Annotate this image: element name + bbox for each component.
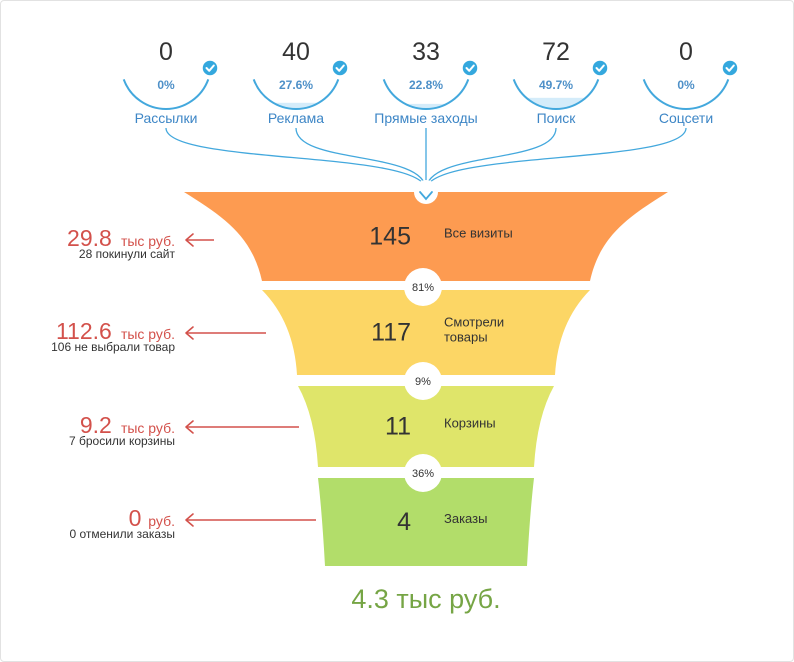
source-label: Прямые заходы [374,110,477,126]
source-percent: 49.7% [539,78,573,92]
source-gauge[interactable]: 0 0% Рассылки [122,38,219,126]
conversion-rate: 81% [412,282,434,294]
arrow-down-icon [414,180,438,204]
source-connector-line [295,127,427,191]
source-label: Поиск [537,110,577,126]
check-circle-icon [201,59,219,77]
stage-value: 117 [371,319,411,347]
source-fill-level [382,103,470,108]
loss-description: 0 отменили заказы [69,527,175,541]
check-circle-icon [721,59,739,77]
source-percent: 0% [157,78,175,92]
source-percent: 27.6% [279,78,313,92]
source-ring [122,79,210,110]
loss-annotation: 112.6 тыс руб.106 не выбрали товар [51,318,266,354]
source-label: Соцсети [659,110,713,126]
source-fill-level [512,97,600,108]
arrow-left-icon [185,420,299,434]
loss-annotation: 29.8 тыс руб.28 покинули сайт [67,225,214,261]
source-label: Рассылки [135,110,198,126]
loss-amount: 9.2 [80,412,112,438]
stage-value: 4 [397,508,411,536]
arrow-left-icon [185,326,266,340]
loss-unit: тыс руб. [121,420,175,436]
source-ring [252,79,340,110]
check-circle-icon [331,59,349,77]
loss-description: 28 покинули сайт [79,247,176,261]
source-count: 33 [412,38,440,66]
check-circle-icon [461,59,479,77]
loss-unit: руб. [148,513,175,529]
source-label: Реклама [268,110,324,126]
conversion-badge: 81% [404,268,442,306]
arrow-left-icon [185,233,214,247]
source-count: 72 [542,38,570,66]
loss-unit: тыс руб. [121,233,175,249]
source-ring [512,79,600,110]
loss-amount: 0 [129,505,142,531]
funnel-stage[interactable]: 145 Все визиты [184,192,668,281]
source-connector-line [165,127,427,191]
check-circle-icon [591,59,609,77]
loss-unit: тыс руб. [121,326,175,342]
source-ring [382,79,470,110]
stage-label: Заказы [444,511,487,526]
stage-label: Корзины [444,416,496,431]
conversion-rate: 9% [415,376,431,388]
stage-value: 11 [385,413,411,441]
source-fill-level [252,102,340,108]
source-connector-line [425,127,687,191]
source-connectors [165,127,687,191]
source-ring [642,79,730,110]
source-gauge[interactable]: 40 27.6% Реклама [251,38,349,126]
funnel-stage[interactable]: 11 Корзины [298,386,554,467]
source-gauge[interactable]: 33 22.8% Прямые заходы [374,38,479,126]
conversion-rate: 36% [412,468,434,480]
loss-description: 106 не выбрали товар [51,340,175,354]
loss-annotation: 9.2 тыс руб.7 бросили корзины [69,412,299,448]
source-percent: 0% [677,78,695,92]
source-percent: 22.8% [409,78,443,92]
funnel-stage[interactable]: 4 Заказы [318,478,534,566]
stage-value: 145 [369,223,411,251]
loss-amount: 29.8 [67,225,112,251]
source-gauge[interactable]: 0 0% Соцсети [642,38,739,126]
funnel-stage-shape [184,192,668,281]
loss-amount: 112.6 [56,318,112,344]
source-count: 0 [679,38,693,66]
source-gauge[interactable]: 72 49.7% Поиск [511,38,609,126]
loss-annotation: 0 руб.0 отменили заказы [69,505,316,541]
funnel-stage-shape [318,478,534,566]
funnel-stage-shape [298,386,554,467]
conversion-badge: 9% [404,362,442,400]
source-count: 40 [282,38,310,66]
conversion-badge: 36% [404,454,442,492]
loss-description: 7 бросили корзины [69,434,175,448]
stage-label: Все визиты [444,226,513,241]
funnel-stage-shape [262,290,590,375]
source-count: 0 [159,38,173,66]
arrow-left-icon [185,513,316,527]
source-connector-line [425,127,557,191]
total-revenue: 4.3 тыс руб. [351,584,500,614]
